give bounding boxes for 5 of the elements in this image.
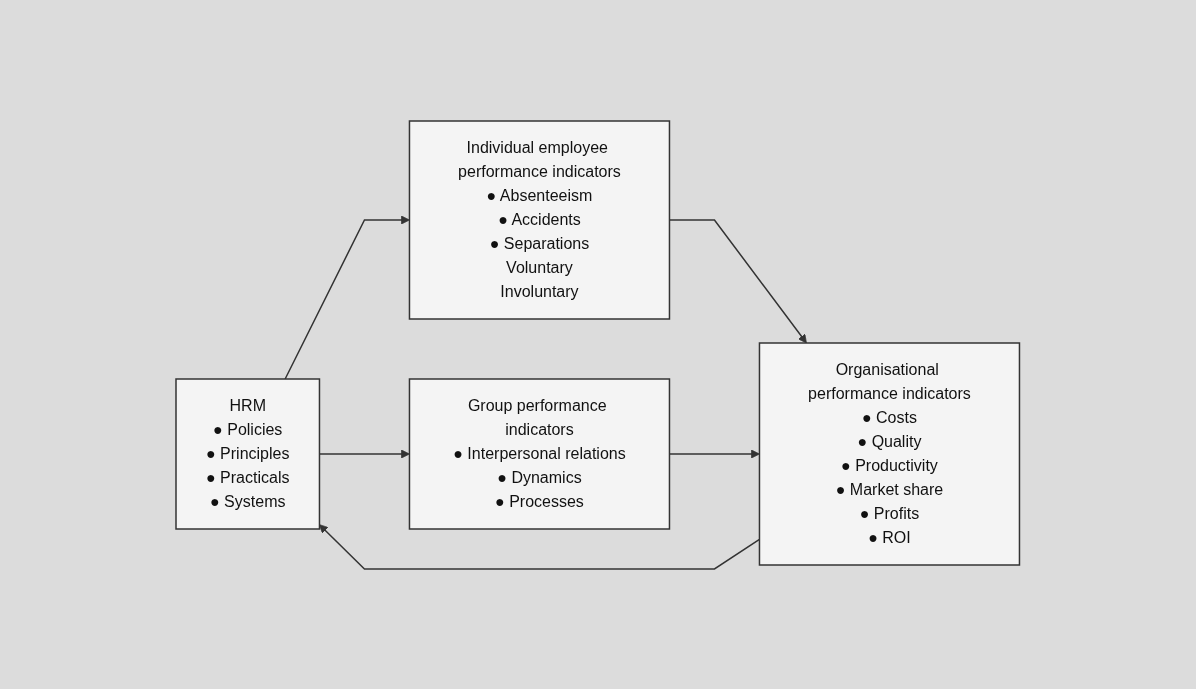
node-box: HRM ● Policies ● Principles ● Practicals ● Systems <box>175 377 321 530</box>
node-box: Individual employee performance indicators ● Absenteeism ● Accidents ● Separations Voluntary Involuntary <box>409 119 671 320</box>
arrow <box>669 218 808 343</box>
node-box: Organisational performance indicators ● Costs ● Quality ● Productivity ● Market share ● Profits ● ROI <box>759 341 1021 566</box>
node-box: Group performance indicators ● Interpersonal relations ● Dynamics ● Processes <box>409 377 671 530</box>
